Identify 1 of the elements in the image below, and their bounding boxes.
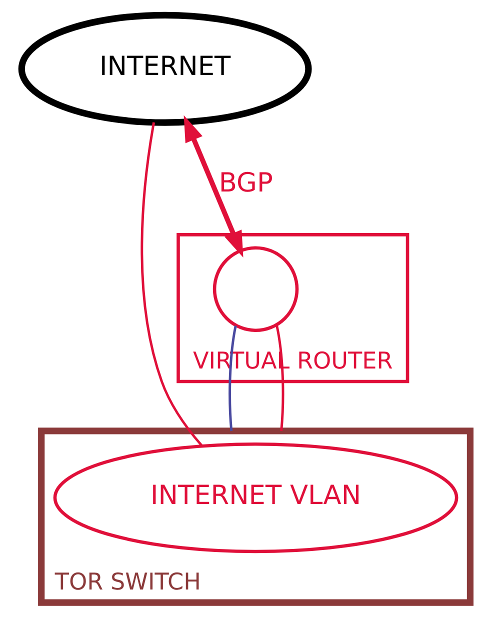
edge-label: BGP (218, 168, 272, 198)
